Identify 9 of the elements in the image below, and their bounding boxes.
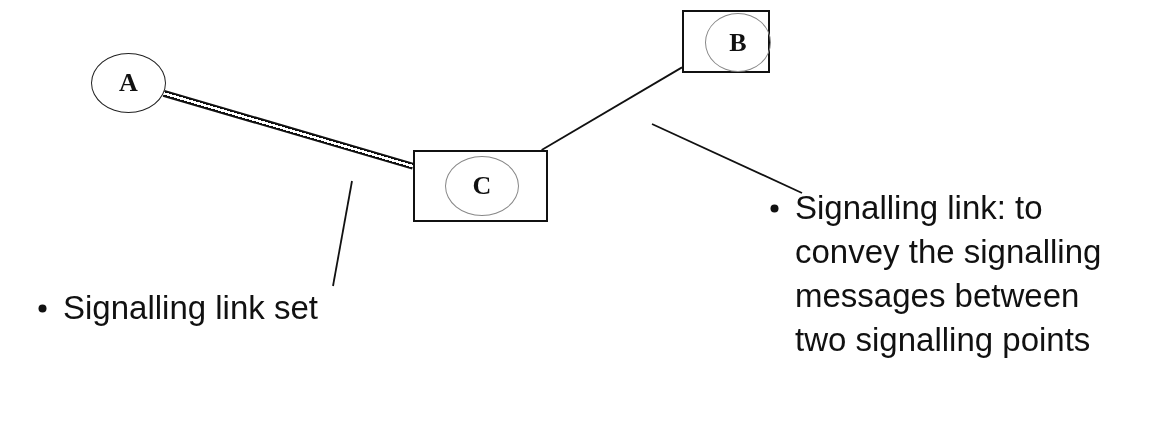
leader-line	[651, 123, 803, 194]
double-link-line	[162, 89, 414, 170]
node-box	[413, 150, 548, 222]
note-text: Signalling link: to convey the signalling messages between two signalling points	[795, 188, 1103, 360]
leader-line	[332, 180, 353, 287]
node-circle: B	[705, 13, 771, 72]
link-line	[540, 66, 683, 151]
note-text: Signalling link set	[63, 288, 318, 328]
node-box	[682, 10, 770, 73]
